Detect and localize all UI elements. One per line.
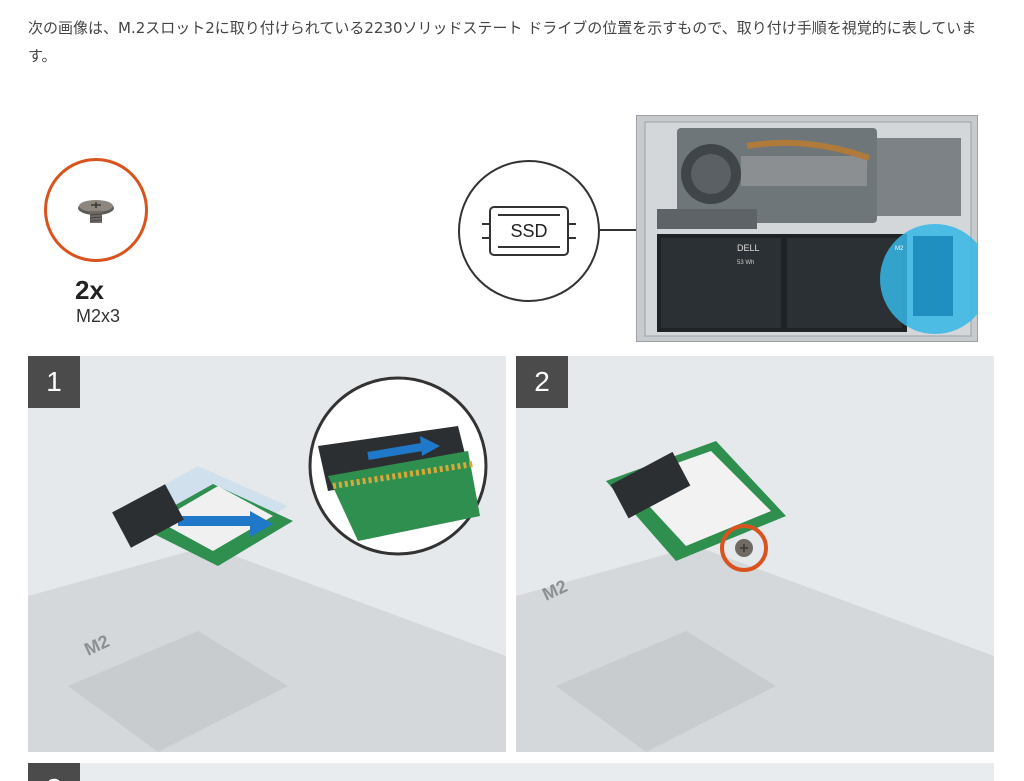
screw-type: M2x3 <box>76 306 121 326</box>
connector-label: 194 <box>343 422 369 443</box>
ssd-callout-circle: SSD <box>458 160 600 302</box>
battery-capacity: 53 Wh <box>737 260 754 266</box>
ssd-label: SSD <box>510 221 547 241</box>
step-2-panel: 2 M2 <box>516 356 994 752</box>
step-1-panel: 1 194 M2 <box>28 356 506 752</box>
screw-quantity: 2x <box>75 275 104 305</box>
step-3-badge: 3 <box>28 763 80 781</box>
battery-brand: DELL <box>737 243 760 253</box>
screw-highlight-circle <box>720 524 768 572</box>
ssd-icon: SSD <box>482 206 576 256</box>
step-3-panel: 3 <box>28 763 994 781</box>
laptop-overview-image: DELL 53 Wh M2 <box>636 115 978 342</box>
step-2-badge: 2 <box>516 356 568 408</box>
overview-slot-label: M2 <box>895 246 904 252</box>
screw-callout <box>44 158 148 262</box>
step-1-badge: 1 <box>28 356 80 408</box>
intro-paragraph: 次の画像は、M.2スロット2に取り付けられている2230ソリッドステート ドライ… <box>28 19 977 65</box>
screw-icon <box>44 158 148 262</box>
